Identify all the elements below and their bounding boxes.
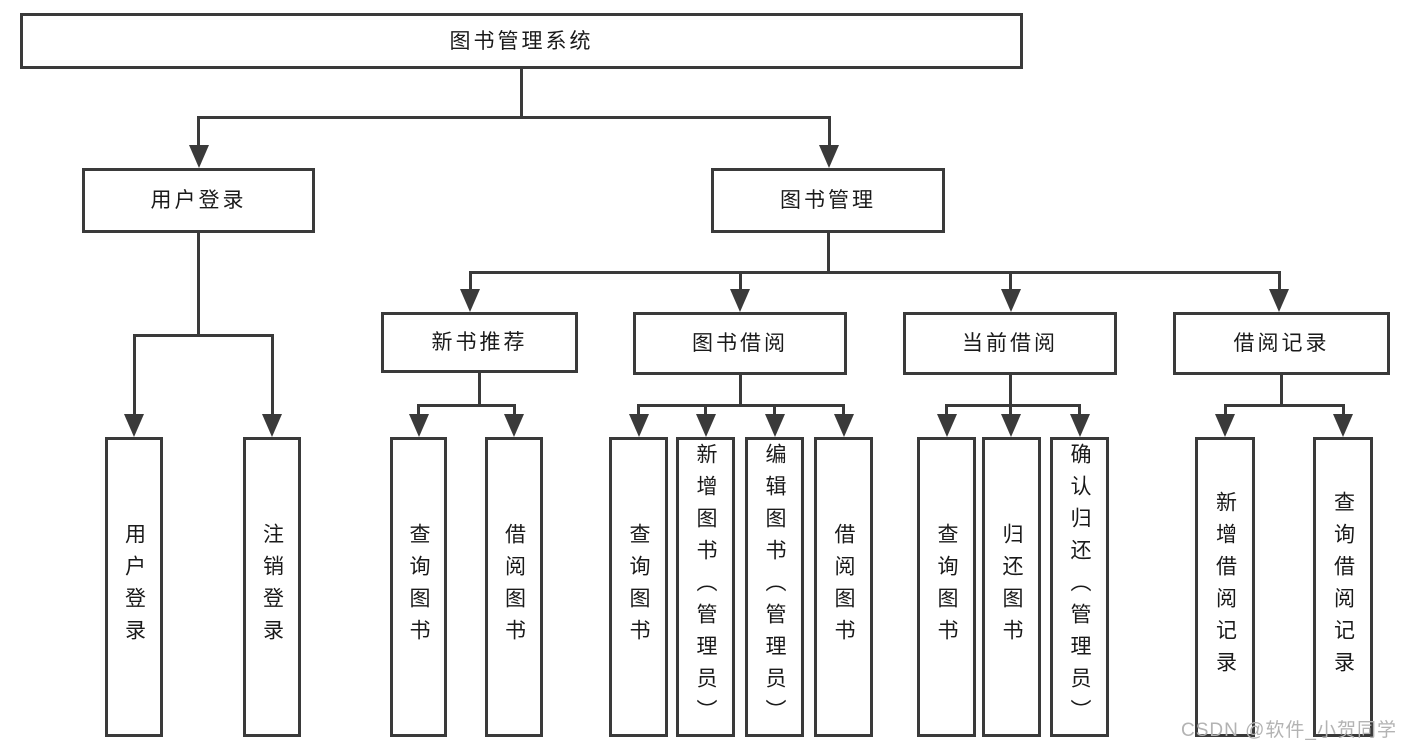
- arrowhead-confirm-return-admin: [1069, 414, 1090, 437]
- connector-bookborrow-drop2: [704, 404, 707, 417]
- arrowhead-new-book-recommend: [460, 289, 480, 312]
- connector-bookborrow-drop3: [773, 404, 776, 417]
- connector-l3-drop3: [1009, 271, 1012, 292]
- connector-l3-drop1: [468, 271, 472, 292]
- node-borrow-records: 借阅记录: [1173, 312, 1390, 375]
- connector-l3-drop4: [1277, 271, 1281, 292]
- leaf-user-login: 用户登录: [105, 437, 163, 737]
- arrowhead-borrow-books-recommend: [504, 414, 524, 437]
- arrowhead-query-books-current: [936, 414, 957, 437]
- connector-bookborrow-drop4: [842, 404, 845, 417]
- arrowhead-current-borrow: [1000, 289, 1021, 312]
- leaf-return-book: 归还图书: [982, 437, 1041, 737]
- arrowhead-return-book: [1000, 414, 1021, 437]
- connector-recommend-drop2: [512, 404, 516, 417]
- connector-records-drop1: [1223, 404, 1227, 417]
- leaf-query-books-current: 查询图书: [917, 437, 976, 737]
- node-new-book-recommend-label: 新书推荐: [431, 331, 528, 354]
- leaf-logout: 注销登录: [243, 437, 301, 737]
- leaf-add-borrow-record: 新增借阅记录: [1195, 437, 1255, 737]
- node-borrow-records-label: 借阅记录: [1233, 332, 1330, 355]
- connector-userlogin-drop1: [132, 334, 136, 415]
- connector-l2-drop-left: [197, 116, 200, 148]
- connector-bookmgmt-stem: [827, 233, 830, 274]
- connector-userlogin-horizontal: [132, 334, 274, 337]
- arrowhead-book-management: [819, 145, 839, 168]
- node-current-borrow-label: 当前借阅: [962, 332, 1058, 355]
- node-root-label: 图书管理系统: [449, 29, 594, 53]
- connector-records-stem: [1280, 375, 1283, 407]
- connector-l2-horizontal: [197, 116, 831, 119]
- arrowhead-edit-book-admin: [764, 414, 785, 437]
- arrowhead-query-borrow-record: [1333, 414, 1353, 437]
- leaf-query-books-borrow: 查询图书: [609, 437, 668, 737]
- connector-recommend-stem: [478, 373, 481, 407]
- node-user-login-label: 用户登录: [150, 189, 247, 212]
- arrowhead-borrow-records: [1269, 289, 1289, 312]
- connector-l3-drop2: [738, 271, 742, 292]
- leaf-edit-book-admin: 编辑图书（管理员）: [745, 437, 804, 737]
- node-book-borrow: 图书借阅: [633, 312, 847, 375]
- connector-recommend-drop1: [417, 404, 420, 417]
- arrowhead-book-borrow: [730, 289, 750, 312]
- connector-userlogin-stem: [197, 233, 200, 337]
- leaf-add-book-admin: 新增图书（管理员）: [676, 437, 735, 737]
- arrowhead-query-books-recommend: [408, 414, 429, 437]
- connector-currentborrow-stem: [1009, 375, 1012, 407]
- connector-recommend-horizontal: [417, 404, 516, 407]
- connector-records-drop2: [1341, 404, 1345, 417]
- connector-currentborrow-horizontal: [945, 404, 1081, 407]
- leaf-borrow-books: 借阅图书: [814, 437, 873, 737]
- leaf-query-borrow-record: 查询借阅记录: [1313, 437, 1373, 737]
- connector-currentborrow-drop3: [1078, 404, 1081, 417]
- node-user-login: 用户登录: [82, 168, 315, 233]
- connector-currentborrow-drop2: [1009, 404, 1012, 417]
- node-root: 图书管理系统: [20, 13, 1023, 69]
- connector-userlogin-drop2: [270, 334, 274, 415]
- node-book-borrow-label: 图书借阅: [692, 332, 788, 355]
- node-book-management-label: 图书管理: [780, 189, 876, 212]
- connector-bookborrow-stem: [738, 375, 742, 407]
- arrowhead-add-borrow-record: [1215, 414, 1235, 437]
- connector-root-stem: [519, 69, 523, 119]
- leaf-query-books-recommend: 查询图书: [390, 437, 447, 737]
- node-new-book-recommend: 新书推荐: [381, 312, 578, 373]
- node-current-borrow: 当前借阅: [903, 312, 1117, 375]
- connector-records-horizontal: [1223, 404, 1345, 407]
- node-book-management: 图书管理: [711, 168, 945, 233]
- watermark: CSDN @软件_小贺同学: [1181, 720, 1397, 741]
- connector-l3-horizontal: [468, 271, 1281, 274]
- connector-currentborrow-drop1: [945, 404, 948, 417]
- connector-l2-drop-right: [827, 116, 831, 148]
- arrowhead-add-book-admin: [695, 414, 716, 437]
- arrowhead-borrow-books: [833, 414, 854, 437]
- arrowhead-user-login: [188, 145, 209, 168]
- leaf-confirm-return-admin: 确认归还（管理员）: [1050, 437, 1109, 737]
- arrowhead-leaf-user-login: [124, 414, 144, 437]
- connector-bookborrow-horizontal: [637, 404, 845, 407]
- arrowhead-leaf-logout: [262, 414, 282, 437]
- connector-bookborrow-drop1: [637, 404, 640, 417]
- arrowhead-query-books-borrow: [628, 414, 649, 437]
- leaf-borrow-books-recommend: 借阅图书: [485, 437, 543, 737]
